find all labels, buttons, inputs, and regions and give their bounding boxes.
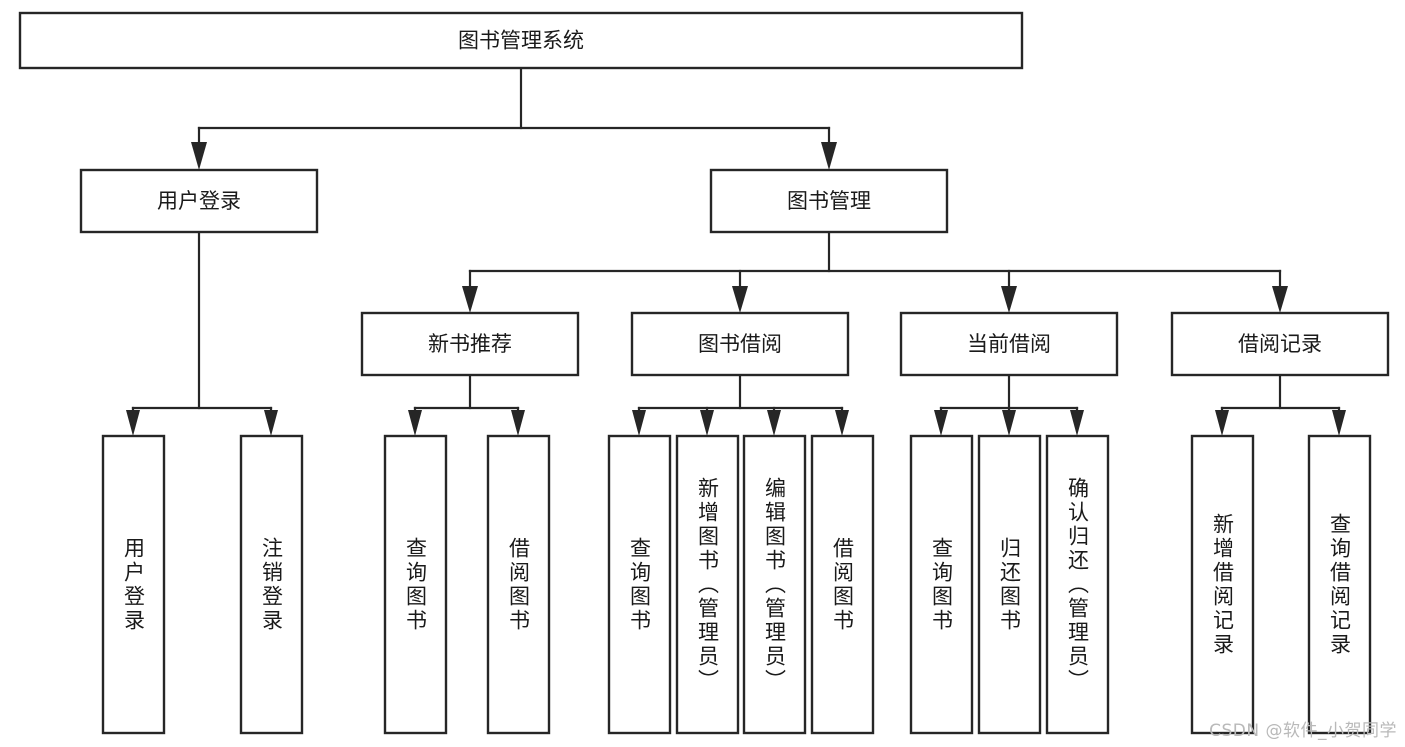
arrow-root-to-user-login — [191, 142, 207, 170]
arrow-to-leaf-edit-book — [767, 410, 781, 436]
arrow-to-leaf-query-book-3 — [934, 410, 948, 436]
node-box-borrow-record[interactable] — [1170, 311, 1390, 377]
node-box-leaf-return-book[interactable] — [977, 434, 1042, 735]
node-label-root: 图书管理系统 — [458, 29, 584, 53]
node-box-leaf-borrow-book-1[interactable] — [486, 434, 551, 735]
node-label-book-borrow: 图书借阅 — [698, 332, 782, 356]
arrow-to-leaf-return-book — [1002, 410, 1016, 436]
arrow-to-new-book-recommend — [462, 286, 478, 313]
node-label-book-manage: 图书管理 — [787, 189, 871, 213]
arrow-to-leaf-borrow-book-1 — [511, 410, 525, 436]
node-box-new-book-recommend[interactable] — [360, 311, 580, 377]
arrow-to-leaf-user-login — [126, 410, 140, 436]
node-box-leaf-logout[interactable] — [239, 434, 304, 735]
node-box-user-login[interactable] — [79, 168, 319, 234]
arrow-to-leaf-query-book-2 — [632, 410, 646, 436]
arrow-to-leaf-logout — [264, 410, 278, 436]
node-box-book-borrow[interactable] — [630, 311, 850, 377]
watermark-text: CSDN @软件_小贺同学 — [1209, 721, 1397, 741]
node-box-leaf-user-login[interactable] — [101, 434, 166, 735]
arrow-to-leaf-query-record — [1332, 410, 1346, 436]
node-box-leaf-edit-book[interactable] — [742, 434, 807, 735]
arrow-to-book-borrow — [732, 286, 748, 313]
node-box-leaf-add-book[interactable] — [675, 434, 740, 735]
arrow-to-borrow-record — [1272, 286, 1288, 313]
connector-group-root — [191, 66, 837, 170]
arrow-to-leaf-borrow-book-2 — [835, 410, 849, 436]
node-box-leaf-query-book-1[interactable] — [383, 434, 448, 735]
arrow-to-leaf-query-book-1 — [408, 410, 422, 436]
node-box-current-borrow[interactable] — [899, 311, 1119, 377]
connector-group-borrow-record — [1215, 373, 1346, 436]
node-box-leaf-confirm-return[interactable] — [1045, 434, 1110, 735]
node-box-leaf-borrow-book-2[interactable] — [810, 434, 875, 735]
arrow-to-leaf-add-record — [1215, 410, 1229, 436]
node-box-leaf-query-book-3[interactable] — [909, 434, 974, 735]
node-box-book-manage[interactable] — [709, 168, 949, 234]
connector-group-book-manage — [462, 230, 1288, 313]
node-label-new-book-recommend: 新书推荐 — [428, 332, 512, 356]
node-box-root[interactable] — [18, 11, 1024, 70]
node-label-user-login: 用户登录 — [157, 189, 241, 213]
connector-group-current-borrow — [934, 373, 1084, 436]
connector-group-book-borrow — [632, 373, 849, 436]
node-box-leaf-query-book-2[interactable] — [607, 434, 672, 735]
connector-group-new-book-recommend — [408, 373, 525, 436]
arrow-to-leaf-confirm-return — [1070, 410, 1084, 436]
arrow-to-current-borrow — [1001, 286, 1017, 313]
arrow-root-to-book-manage — [821, 142, 837, 170]
node-box-leaf-add-record[interactable] — [1190, 434, 1255, 735]
node-box-leaf-query-record[interactable] — [1307, 434, 1372, 735]
node-label-borrow-record: 借阅记录 — [1238, 332, 1322, 356]
connector-group-user-login — [126, 230, 278, 436]
arrow-to-leaf-add-book — [700, 410, 714, 436]
node-label-current-borrow: 当前借阅 — [967, 332, 1051, 356]
